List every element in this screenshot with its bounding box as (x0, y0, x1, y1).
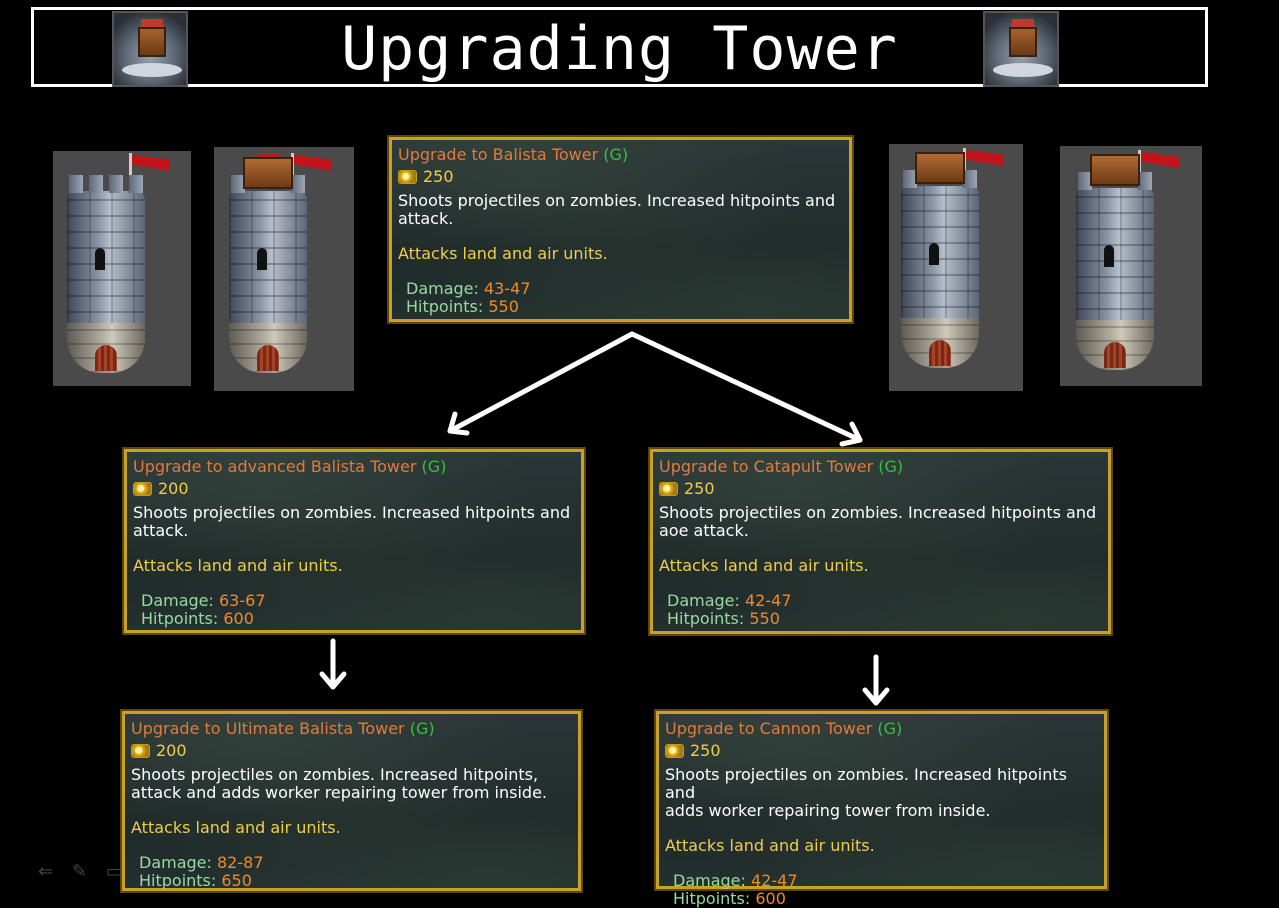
damage-value: 82-87 (217, 853, 264, 872)
tower-portrait-icon (112, 11, 188, 87)
description-line: Shoots projectiles on zombies. Increased… (133, 503, 571, 522)
gold-coin-icon (398, 170, 417, 184)
attack-targets: Attacks land and air units. (665, 836, 875, 855)
title-banner: Upgrading Tower (31, 7, 1208, 87)
hitpoints-label: Hitpoints: (667, 609, 745, 628)
upgrade-card-balista: Upgrade to Balista Tower (G) 250 Shoots … (387, 135, 854, 324)
hotkey-label: (G) (409, 719, 435, 738)
hitpoints-value: 550 (749, 609, 780, 628)
damage-value: 63-67 (219, 591, 266, 610)
description-line: Shoots projectiles on zombies. Increased… (665, 765, 1067, 802)
hotkey-label: (G) (877, 719, 903, 738)
hotkey-label: (G) (878, 457, 904, 476)
description-line: attack. (398, 209, 454, 228)
hotkey-label: (G) (421, 457, 447, 476)
tower-image-basic (53, 151, 191, 386)
description-line: attack. (133, 521, 189, 540)
gold-cost: 200 (156, 741, 187, 760)
hitpoints-label: Hitpoints: (141, 609, 219, 628)
screen-icon[interactable]: ▭ (106, 861, 124, 882)
upgrade-card-catapult: Upgrade to Catapult Tower (G) 250 Shoots… (648, 447, 1113, 636)
hotkey-label: (G) (603, 145, 629, 164)
upgrade-card-advanced-balista: Upgrade to advanced Balista Tower (G) 20… (122, 447, 586, 635)
hitpoints-value: 550 (488, 297, 519, 316)
gold-cost: 200 (158, 479, 189, 498)
description-line: Shoots projectiles on zombies. Increased… (131, 765, 539, 784)
gold-cost: 250 (423, 167, 454, 186)
gold-cost: 250 (684, 479, 715, 498)
hitpoints-label: Hitpoints: (406, 297, 484, 316)
attack-targets: Attacks land and air units. (131, 818, 341, 837)
tower-image-cannon (1060, 146, 1202, 386)
gold-coin-icon (131, 744, 150, 758)
damage-value: 42-47 (745, 591, 792, 610)
arrow-to-cannon (862, 654, 890, 706)
upgrade-title: Upgrade to Catapult Tower (659, 457, 874, 476)
tower-portrait-icon (983, 11, 1059, 87)
damage-value: 42-47 (751, 871, 798, 890)
upgrade-title: Upgrade to advanced Balista Tower (133, 457, 417, 476)
damage-value: 43-47 (484, 279, 531, 298)
damage-label: Damage: (141, 591, 214, 610)
hitpoints-value: 650 (221, 871, 252, 890)
description-line: Shoots projectiles on zombies. Increased… (398, 191, 836, 210)
description-line: attack and adds worker repairing tower f… (131, 783, 547, 802)
attack-targets: Attacks land and air units. (398, 244, 608, 263)
damage-label: Damage: (406, 279, 479, 298)
upgrade-title: Upgrade to Cannon Tower (665, 719, 873, 738)
upgrade-title: Upgrade to Balista Tower (398, 145, 599, 164)
page-title: Upgrading Tower (341, 14, 898, 84)
gold-cost: 250 (690, 741, 721, 760)
gold-coin-icon (659, 482, 678, 496)
upgrade-card-ultimate-balista: Upgrade to Ultimate Balista Tower (G) 20… (120, 709, 583, 893)
hitpoints-value: 600 (223, 609, 254, 628)
arrow-to-ultimate-balista (319, 638, 347, 690)
back-arrow-icon[interactable]: ⇐ (38, 861, 54, 882)
arrow-to-catapult (629, 331, 863, 447)
description-line: aoe attack. (659, 521, 749, 540)
gold-coin-icon (133, 482, 152, 496)
tower-image-catapult (889, 144, 1023, 391)
description-line: Shoots projectiles on zombies. Increased… (659, 503, 1097, 522)
damage-label: Damage: (673, 871, 746, 890)
damage-label: Damage: (667, 591, 740, 610)
damage-label: Damage: (139, 853, 212, 872)
upgrade-card-cannon: Upgrade to Cannon Tower (G) 250 Shoots p… (654, 709, 1109, 908)
tower-image-balista (214, 147, 354, 391)
attack-targets: Attacks land and air units. (659, 556, 869, 575)
attack-targets: Attacks land and air units. (133, 556, 343, 575)
slideshow-controls: ⇐ ✎ ▭ (38, 862, 126, 886)
arrow-to-advanced-balista (447, 331, 635, 436)
upgrade-title: Upgrade to Ultimate Balista Tower (131, 719, 405, 738)
pen-icon[interactable]: ✎ (72, 861, 88, 882)
hitpoints-label: Hitpoints: (139, 871, 217, 890)
description-line: adds worker repairing tower from inside. (665, 801, 991, 820)
gold-coin-icon (665, 744, 684, 758)
